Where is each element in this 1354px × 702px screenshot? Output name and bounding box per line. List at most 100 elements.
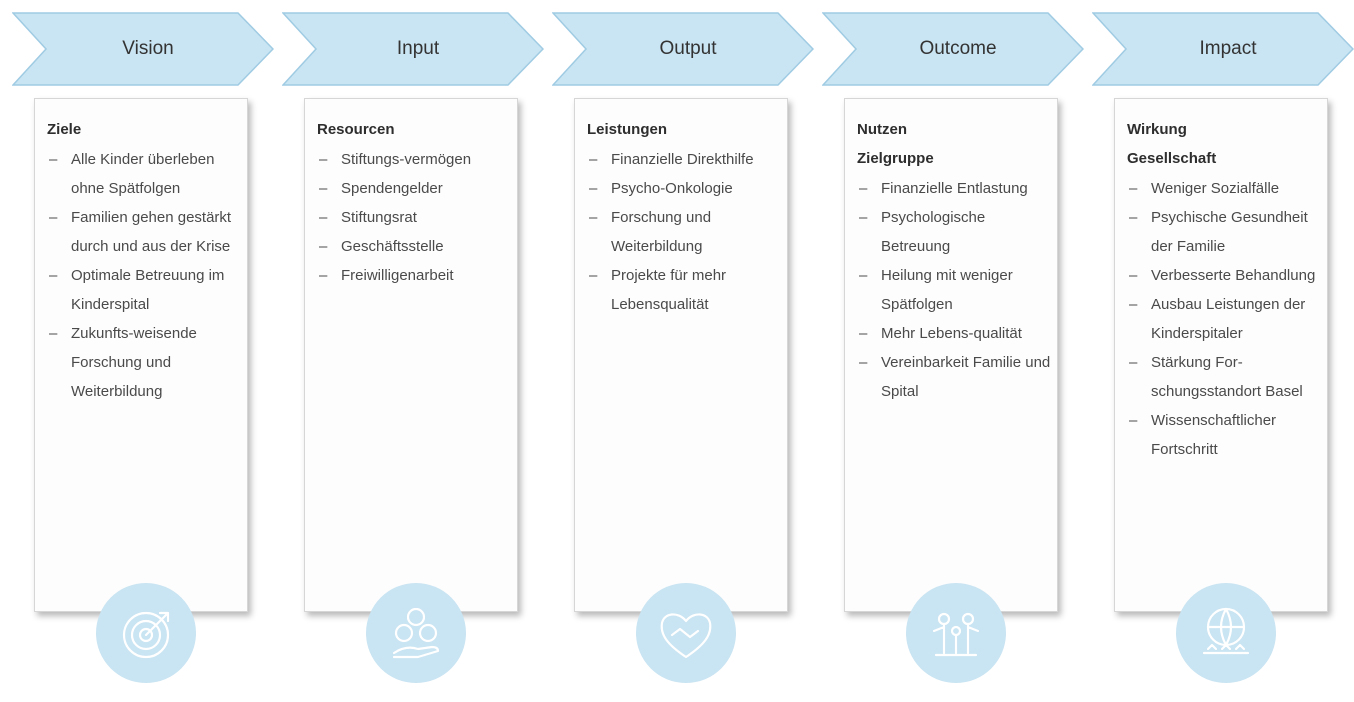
dash-bullet: – bbox=[859, 209, 868, 226]
list-item-text: Optimale Betreuung im Kinderspital bbox=[71, 267, 225, 313]
list-item-text: Forschung und Weiterbildung bbox=[611, 209, 712, 255]
dash-bullet: – bbox=[49, 209, 58, 226]
stage-title: Impact bbox=[1199, 38, 1257, 59]
bullet-list: –Finanzielle Direkthilfe–Psycho-Onkologi… bbox=[587, 145, 783, 319]
dash-bullet: – bbox=[319, 151, 328, 168]
globe-community-icon bbox=[1176, 583, 1276, 683]
list-item: –Stiftungs-vermögen bbox=[317, 145, 513, 174]
list-item: –Weniger Sozialfälle bbox=[1127, 174, 1323, 203]
dash-bullet: – bbox=[859, 354, 868, 371]
dash-bullet: – bbox=[319, 180, 328, 197]
chevron-header: Impact bbox=[1092, 12, 1354, 86]
list-item-text: Stiftungsrat bbox=[341, 209, 417, 226]
list-item: –Vereinbarkeit Familie und Spital bbox=[857, 348, 1053, 406]
list-item-text: Stärkung For-schungsstandort Basel bbox=[1151, 354, 1303, 400]
card-heading: Leistungen bbox=[587, 115, 782, 144]
list-item-text: Heilung mit weniger Spätfolgen bbox=[881, 267, 1013, 313]
list-item: –Forschung und Weiterbildung bbox=[587, 203, 783, 261]
list-item-text: Psycho-Onkologie bbox=[611, 180, 733, 197]
chevron-shape bbox=[12, 12, 274, 86]
list-item-text: Vereinbarkeit Familie und Spital bbox=[881, 354, 1051, 400]
dash-bullet: – bbox=[49, 325, 58, 342]
list-item: –Projekte für mehr Lebensqualität bbox=[587, 261, 783, 319]
list-item: –Mehr Lebens-qualität bbox=[857, 319, 1053, 348]
list-item-text: Wissenschaftlicher Fortschritt bbox=[1151, 412, 1277, 458]
dash-bullet: – bbox=[1129, 267, 1138, 284]
dash-bullet: – bbox=[49, 151, 58, 168]
list-item-text: Psychische Gesundheit der Familie bbox=[1151, 209, 1308, 255]
list-item: –Ausbau Leistungen der Kinderspitaler bbox=[1127, 290, 1323, 348]
stage-title: Output bbox=[659, 38, 717, 59]
list-item: –Psycho-Onkologie bbox=[587, 174, 783, 203]
list-item-text: Finanzielle Direkthilfe bbox=[611, 151, 754, 168]
list-item: –Zukunfts-weisende Forschung und Weiterb… bbox=[47, 319, 243, 406]
chevron-header: Outcome bbox=[822, 12, 1084, 86]
stage-title: Outcome bbox=[919, 38, 997, 59]
dash-bullet: – bbox=[1129, 354, 1138, 371]
card-heading-line: Resourcen bbox=[317, 121, 395, 138]
dash-bullet: – bbox=[859, 325, 868, 342]
bullet-list: –Weniger Sozialfälle–Psychische Gesundhe… bbox=[1127, 174, 1323, 464]
card-heading-line: Gesellschaft bbox=[1127, 150, 1217, 167]
family-icon bbox=[906, 583, 1006, 683]
chevron-shape bbox=[552, 12, 814, 86]
list-item-text: Mehr Lebens-qualität bbox=[881, 325, 1022, 342]
stage-title: Input bbox=[396, 38, 440, 59]
list-item-text: Spendengelder bbox=[341, 180, 443, 197]
dash-bullet: – bbox=[589, 209, 598, 226]
list-item-text: Psychologische Betreuung bbox=[881, 209, 986, 255]
dash-bullet: – bbox=[1129, 412, 1138, 429]
dash-bullet: – bbox=[589, 180, 598, 197]
dash-bullet: – bbox=[1129, 209, 1138, 226]
card-heading-line: Zielgruppe bbox=[857, 150, 934, 167]
list-item: –Psychische Gesundheit der Familie bbox=[1127, 203, 1323, 261]
list-item-text: Alle Kinder überleben ohne Spätfolgen bbox=[71, 151, 215, 197]
bullet-list: –Finanzielle Entlastung–Psychologische B… bbox=[857, 174, 1053, 406]
card-heading: Resourcen bbox=[317, 115, 512, 144]
list-item: –Optimale Betreuung im Kinderspital bbox=[47, 261, 243, 319]
list-item: –Finanzielle Direkthilfe bbox=[587, 145, 783, 174]
list-item-text: Weniger Sozialfälle bbox=[1151, 180, 1280, 197]
dash-bullet: – bbox=[49, 267, 58, 284]
list-item: –Freiwilligenarbeit bbox=[317, 261, 513, 290]
stage-card: Resourcen–Stiftungs-vermögen–Spendengeld… bbox=[304, 98, 518, 612]
dash-bullet: – bbox=[589, 151, 598, 168]
card-heading-line: Wirkung bbox=[1127, 121, 1187, 138]
list-item-text: Familien gehen gestärkt durch und aus de… bbox=[71, 209, 232, 255]
list-item: –Spendengelder bbox=[317, 174, 513, 203]
list-item: –Wissenschaftlicher Fortschritt bbox=[1127, 406, 1323, 464]
coins-hand-icon bbox=[366, 583, 466, 683]
list-item: –Geschäftsstelle bbox=[317, 232, 513, 261]
handshake-heart-icon bbox=[636, 583, 736, 683]
list-item: –Stiftungsrat bbox=[317, 203, 513, 232]
bullet-list: –Stiftungs-vermögen–Spendengelder–Stiftu… bbox=[317, 145, 513, 290]
list-item: –Heilung mit weniger Spätfolgen bbox=[857, 261, 1053, 319]
target-icon bbox=[96, 583, 196, 683]
dash-bullet: – bbox=[859, 180, 868, 197]
list-item: –Verbesserte Behandlung bbox=[1127, 261, 1323, 290]
stage-title: Vision bbox=[122, 38, 174, 59]
list-item-text: Stiftungs-vermögen bbox=[341, 151, 472, 168]
dash-bullet: – bbox=[1129, 296, 1138, 313]
chevron-header: Input bbox=[282, 12, 544, 86]
list-item: –Stärkung For-schungsstandort Basel bbox=[1127, 348, 1323, 406]
stage-card: Leistungen–Finanzielle Direkthilfe–Psych… bbox=[574, 98, 788, 612]
list-item-text: Ausbau Leistungen der Kinderspitaler bbox=[1151, 296, 1306, 342]
dash-bullet: – bbox=[589, 267, 598, 284]
dash-bullet: – bbox=[319, 209, 328, 226]
card-heading: Ziele bbox=[47, 115, 242, 144]
dash-bullet: – bbox=[319, 267, 328, 284]
stage-card: Ziele–Alle Kinder überleben ohne Spätfol… bbox=[34, 98, 248, 612]
dash-bullet: – bbox=[859, 267, 868, 284]
list-item-text: Zukunfts-weisende Forschung und Weiterbi… bbox=[71, 325, 197, 400]
chevron-shape bbox=[282, 12, 544, 86]
chevron-header: Vision bbox=[12, 12, 274, 86]
card-heading-line: Leistungen bbox=[587, 121, 668, 138]
